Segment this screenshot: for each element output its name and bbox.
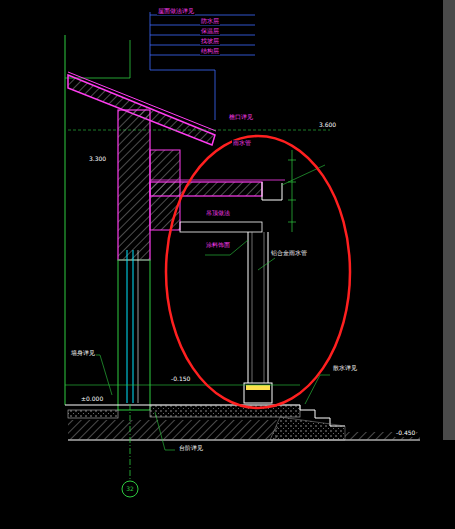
callout-text: 檐口详见 [228, 114, 254, 121]
wall [118, 260, 150, 410]
axis-bubble [122, 481, 138, 497]
callout-text: 散水详见 [332, 365, 358, 372]
window-frame [127, 250, 128, 403]
floor-slab [150, 405, 300, 417]
layer-note: 结构层 [200, 48, 220, 55]
callout-text: 屋面做法详见 [157, 8, 195, 15]
floor-slab [68, 410, 118, 418]
soil-hatch [68, 420, 278, 440]
dimension-line [130, 40, 131, 78]
column-base [244, 383, 272, 403]
dimension-line [288, 150, 296, 232]
callout-text: 雨水管 [232, 140, 252, 147]
axis-line [130, 404, 131, 481]
panel-strip [443, 0, 455, 440]
callout-text: 墙身详见 [70, 350, 96, 357]
highlight-ellipse [166, 136, 350, 408]
elevation: 3.300 [88, 156, 107, 163]
column-base [246, 385, 270, 390]
ceiling-frame [180, 222, 262, 232]
layer-note: 找坡层 [200, 38, 220, 45]
step-base [270, 417, 345, 440]
leader-stack [150, 12, 255, 120]
reference-line [65, 35, 66, 405]
canopy-layer [150, 180, 285, 181]
window-frame [138, 250, 139, 403]
column [248, 232, 249, 383]
elevation: ±0.000 [80, 396, 104, 403]
level-line [68, 130, 330, 131]
elevation: 3.600 [318, 122, 337, 129]
callout-text: 吊顶做法 [205, 210, 231, 217]
dimension-line [65, 385, 300, 386]
leader-line [90, 165, 330, 450]
layer-note: 保温层 [200, 28, 220, 35]
elevation: -0.150 [170, 376, 191, 383]
elevation: -0.450 [395, 430, 416, 437]
canopy-slab [150, 182, 262, 196]
callout-text: 台阶详见 [178, 445, 204, 452]
gutter [262, 182, 282, 200]
column [264, 232, 265, 383]
layer-note: 防水层 [200, 18, 220, 25]
axis-number: 32 [125, 486, 135, 493]
window-frame [133, 250, 134, 403]
callout-text: 涂料饰面 [205, 242, 231, 249]
column [268, 232, 269, 383]
column [252, 232, 253, 383]
wall [118, 110, 150, 260]
callout-text: 铝合金雨水管 [270, 250, 308, 257]
